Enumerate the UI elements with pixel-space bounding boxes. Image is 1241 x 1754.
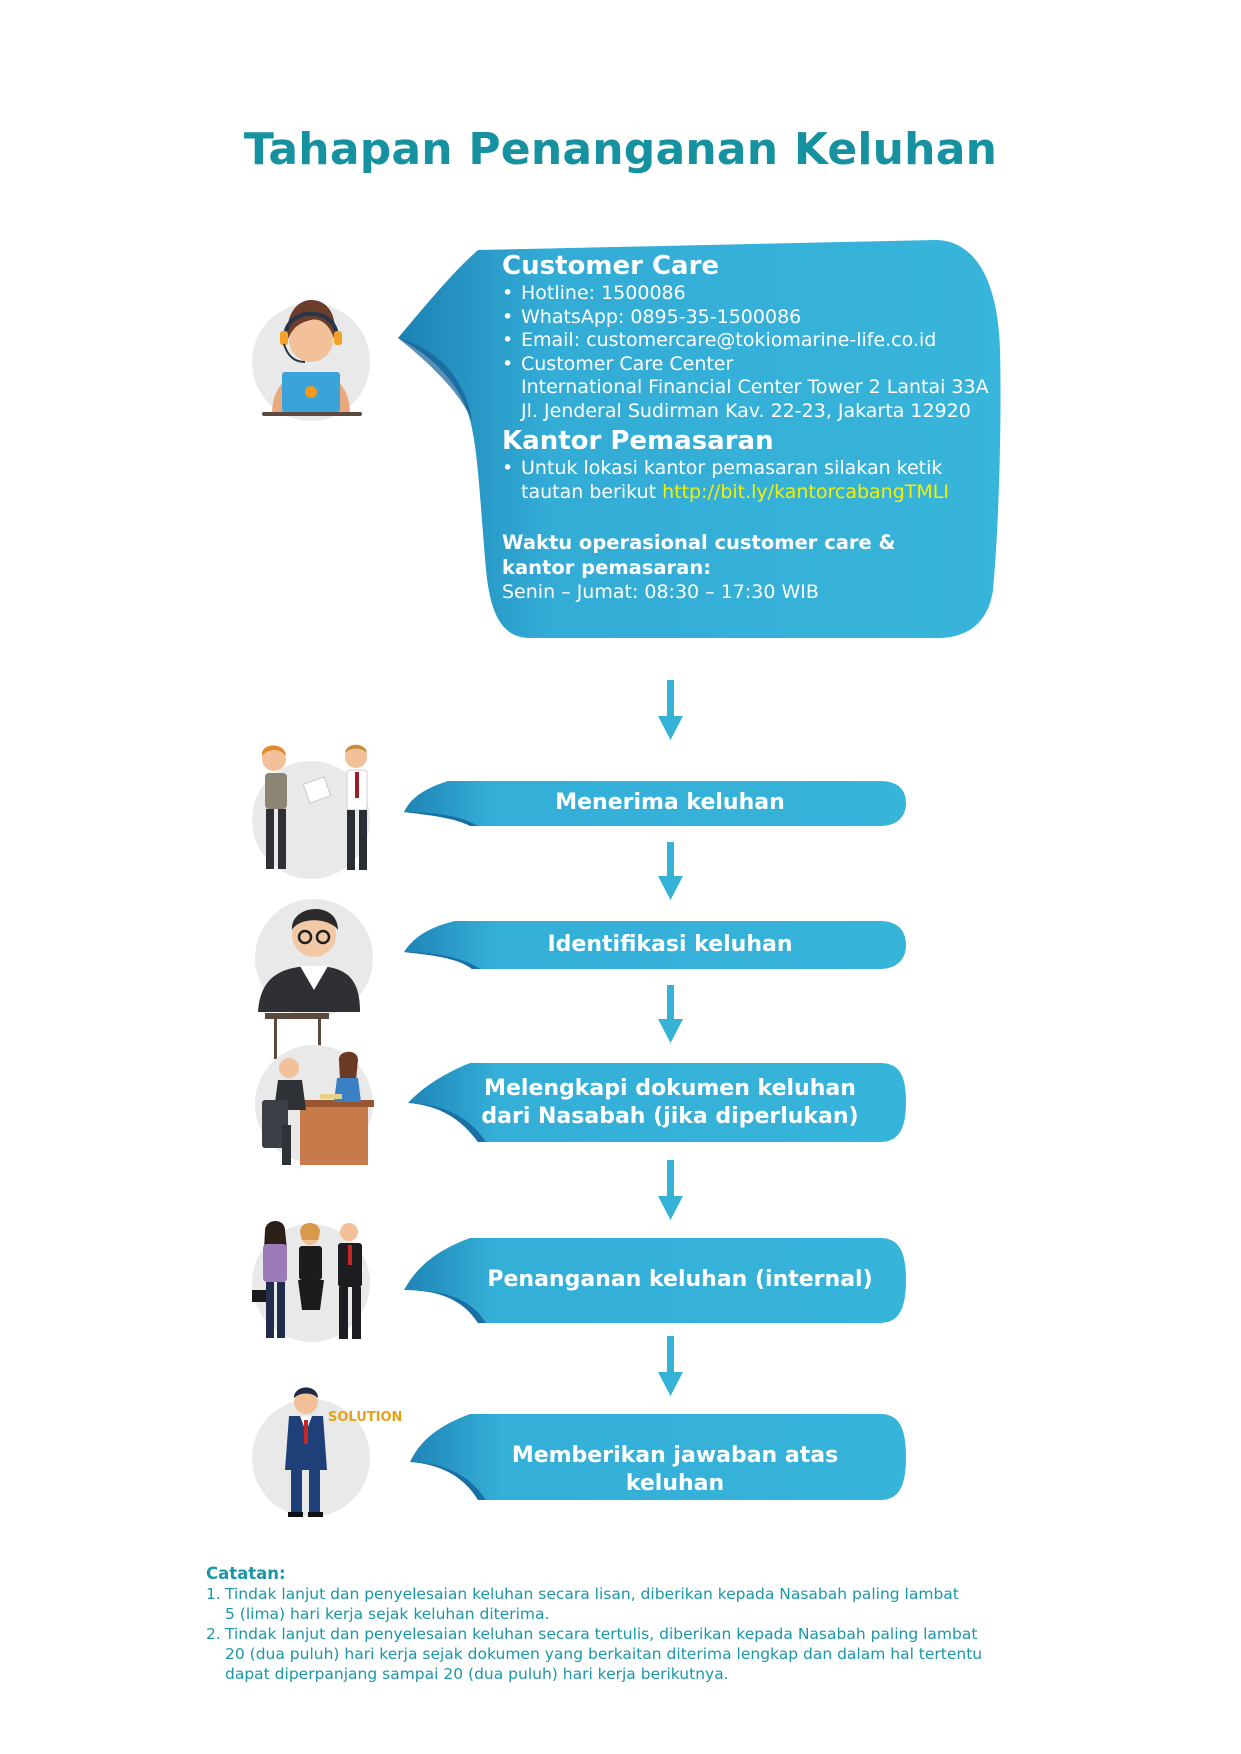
care-center-name: Customer Care Center xyxy=(521,352,734,375)
office-info-text: Untuk lokasi kantor pemasaran silakan ke… xyxy=(521,457,943,479)
step-pill-1 xyxy=(404,781,906,826)
marketing-office-heading: Kantor Pemasaran xyxy=(502,426,774,456)
care-center-street: Jl. Jenderal Sudirman Kav. 22-23, Jakart… xyxy=(521,399,971,422)
note-2-number: 2. xyxy=(206,1625,221,1643)
step-label-2: Identifikasi keluhan xyxy=(547,932,793,957)
down-arrow-icon xyxy=(658,842,683,900)
step-pill-3 xyxy=(408,1063,906,1142)
customer-care-heading: Customer Care xyxy=(502,251,720,281)
solution-label: SOLUTION xyxy=(328,1410,403,1425)
step-label-5: Memberikan jawaban atas keluhan xyxy=(511,1443,839,1496)
step-label-4: Penanganan keluhan (internal) xyxy=(487,1267,873,1292)
note-1-line2: 5 (lima) hari kerja sejak keluhan diteri… xyxy=(225,1605,550,1623)
whatsapp-item: WhatsApp: 0895-35-1500086 xyxy=(502,306,1002,330)
office-info-line2: tautan berikut http://bit.ly/kantorcaban… xyxy=(521,481,1002,505)
hours-heading-line2: kantor pemasaran: xyxy=(502,556,712,579)
down-arrow-icon xyxy=(658,1336,683,1396)
hours-heading-line1: Waktu operasional customer care & xyxy=(502,531,896,554)
business-team-icon xyxy=(252,1221,370,1342)
care-center-item: Customer Care Center International Finan… xyxy=(502,353,1002,424)
note-1-number: 1. xyxy=(206,1585,221,1603)
handshake-people-icon xyxy=(252,744,370,879)
email-item: Email: customercare@tokiomarine-life.co.… xyxy=(502,329,1002,353)
down-arrow-icon xyxy=(658,680,683,740)
note-2: 2. Tindak lanjut dan penyelesaian keluha… xyxy=(206,1624,1036,1684)
note-2-line2: 20 (dua puluh) hari kerja sejak dokumen … xyxy=(225,1645,983,1663)
notes-heading: Catatan: xyxy=(206,1564,286,1583)
contact-card: Customer Care Hotline: 1500086 WhatsApp:… xyxy=(502,250,1002,604)
note-2-line3: dapat diperpanjang sampai 20 (dua puluh)… xyxy=(225,1665,729,1683)
note-2-line1: Tindak lanjut dan penyelesaian keluhan s… xyxy=(225,1625,978,1643)
office-meeting-icon xyxy=(255,1045,374,1165)
hours-heading: Waktu operasional customer care & kantor… xyxy=(502,530,1002,580)
step-pill-2 xyxy=(404,921,906,969)
customer-care-list: Hotline: 1500086 WhatsApp: 0895-35-15000… xyxy=(502,282,1002,423)
notes-section: Catatan: 1. Tindak lanjut dan penyelesai… xyxy=(206,1564,1036,1684)
page-title: Tahapan Penanganan Keluhan xyxy=(243,124,998,175)
care-center-building: International Financial Center Tower 2 L… xyxy=(521,376,989,398)
hotline-item: Hotline: 1500086 xyxy=(502,282,1002,306)
down-arrow-icon xyxy=(658,1160,683,1220)
arrows xyxy=(658,680,683,1396)
step-label-3-line2: dari Nasabah (jika diperlukan) xyxy=(481,1104,859,1129)
note-1-line1: Tindak lanjut dan penyelesaian keluhan s… xyxy=(225,1585,959,1603)
hours-value: Senin – Jumat: 08:30 – 17:30 WIB xyxy=(502,581,819,603)
note-1: 1. Tindak lanjut dan penyelesaian keluha… xyxy=(206,1584,1036,1624)
solution-businessman-icon xyxy=(252,1387,370,1517)
marketing-office-list: Untuk lokasi kantor pemasaran silakan ke… xyxy=(502,457,1002,504)
step-label-1: Menerima keluhan xyxy=(555,790,785,815)
step-label-3: Melengkapi dokumen keluhan dari Nasabah … xyxy=(470,1075,870,1131)
customer-care-agent-icon xyxy=(252,300,370,421)
down-arrow-icon xyxy=(658,985,683,1043)
office-info-prefix: tautan berikut xyxy=(521,480,657,503)
office-info-item: Untuk lokasi kantor pemasaran silakan ke… xyxy=(502,457,1002,504)
step-pill-5 xyxy=(410,1414,906,1500)
step-label-3-line1: Melengkapi dokumen keluhan xyxy=(484,1076,856,1101)
step-pill-4 xyxy=(404,1238,906,1323)
thinking-man-icon xyxy=(255,899,373,1059)
office-locations-link[interactable]: http://bit.ly/kantorcabangTMLI xyxy=(662,480,949,503)
